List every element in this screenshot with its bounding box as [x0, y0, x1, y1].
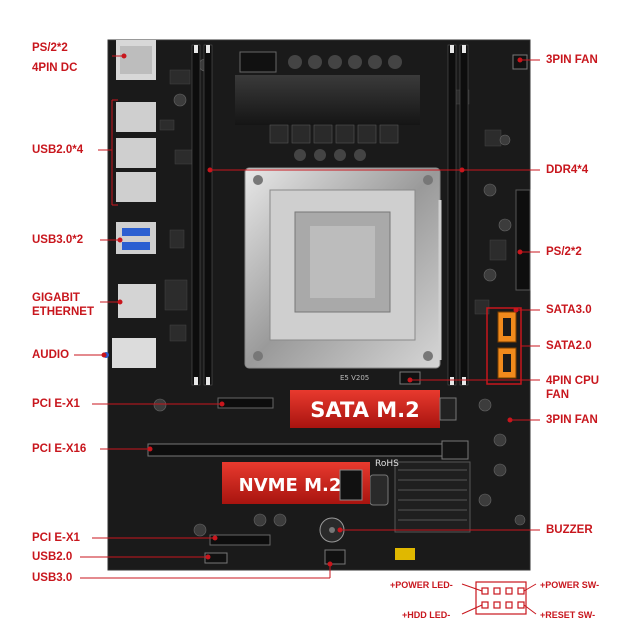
callout-4pin-dc: 4PIN DC: [32, 62, 78, 74]
dc-4pin-connector: [239, 51, 277, 73]
callout-sata30: SATA3.0: [546, 304, 592, 316]
pcie-x16-slot: [147, 443, 469, 457]
callout-sata20: SATA2.0: [546, 340, 592, 352]
callout-pcie-x16: PCI E-X16: [32, 443, 87, 455]
callout-usb20: USB2.0: [32, 551, 73, 563]
usb-port: [116, 172, 156, 202]
pcie-x1-slot-top: [217, 397, 274, 409]
capacitors: [288, 55, 402, 161]
audio-jacks: [112, 338, 156, 368]
rohs-mark: RoHS: [375, 459, 399, 469]
power-led-label: +POWER LED-: [390, 580, 453, 590]
callout-buzzer: BUZZER: [546, 524, 593, 536]
dimm-slots-left: [191, 44, 213, 386]
callout-gigabit-line1: GIGABIT: [32, 292, 80, 304]
chokes: [269, 124, 399, 144]
pcie-x1-slot-bottom: [209, 534, 271, 546]
chipset-heatsink: [394, 461, 471, 533]
usb30-header: [324, 549, 346, 565]
callout-3pin-fan-bottom: 3PIN FAN: [546, 414, 598, 426]
sata-ports: [486, 307, 522, 385]
nvme-m2-label: NVME M.2: [239, 475, 342, 496]
hdd-led-label: +HDD LED-: [402, 610, 451, 620]
callout-cpu-fan-line2: FAN: [546, 389, 569, 401]
callout-ddr4: DDR4*4: [546, 164, 589, 176]
atx-24pin: [515, 189, 531, 291]
callout-pcie-x1-top: PCI E-X1: [32, 398, 80, 410]
callout-usb20x4: USB2.0*4: [32, 144, 84, 156]
usb-port: [116, 138, 156, 168]
usb-port: [116, 102, 156, 132]
callout-ps2-left: PS/2*2: [32, 42, 68, 54]
callout-audio: AUDIO: [32, 349, 70, 361]
callout-lines-right: [207, 57, 540, 533]
power-sw-label: +POWER SW-: [540, 580, 600, 590]
front-panel-pin-diagram: [461, 581, 537, 615]
ethernet-port: [118, 284, 156, 318]
callout-usb30: USB3.0: [32, 572, 73, 584]
usb20-header: [204, 552, 228, 564]
sata-m2-banner: [290, 390, 440, 428]
sata-m2-label: SATA M.2: [310, 398, 420, 422]
reset-sw-label: +RESET SW-: [540, 610, 596, 620]
callout-gigabit-line2: ETHERNET: [32, 306, 94, 318]
dimm-slots-right: [447, 44, 469, 386]
callout-usb30x2: USB3.0*2: [32, 234, 84, 246]
callout-pcie-x1-bottom: PCI E-X1: [32, 532, 80, 544]
model-silkscreen: E5 V205: [340, 374, 369, 382]
vrm-heatsink: [235, 75, 420, 125]
callout-lines-left: [74, 53, 333, 579]
cpu-socket: [244, 167, 442, 369]
callout-ps2-right: PS/2*2: [546, 246, 582, 258]
callout-cpu-fan-line1: 4PIN CPU: [546, 375, 600, 387]
callout-3pin-fan-top: 3PIN FAN: [546, 54, 598, 66]
